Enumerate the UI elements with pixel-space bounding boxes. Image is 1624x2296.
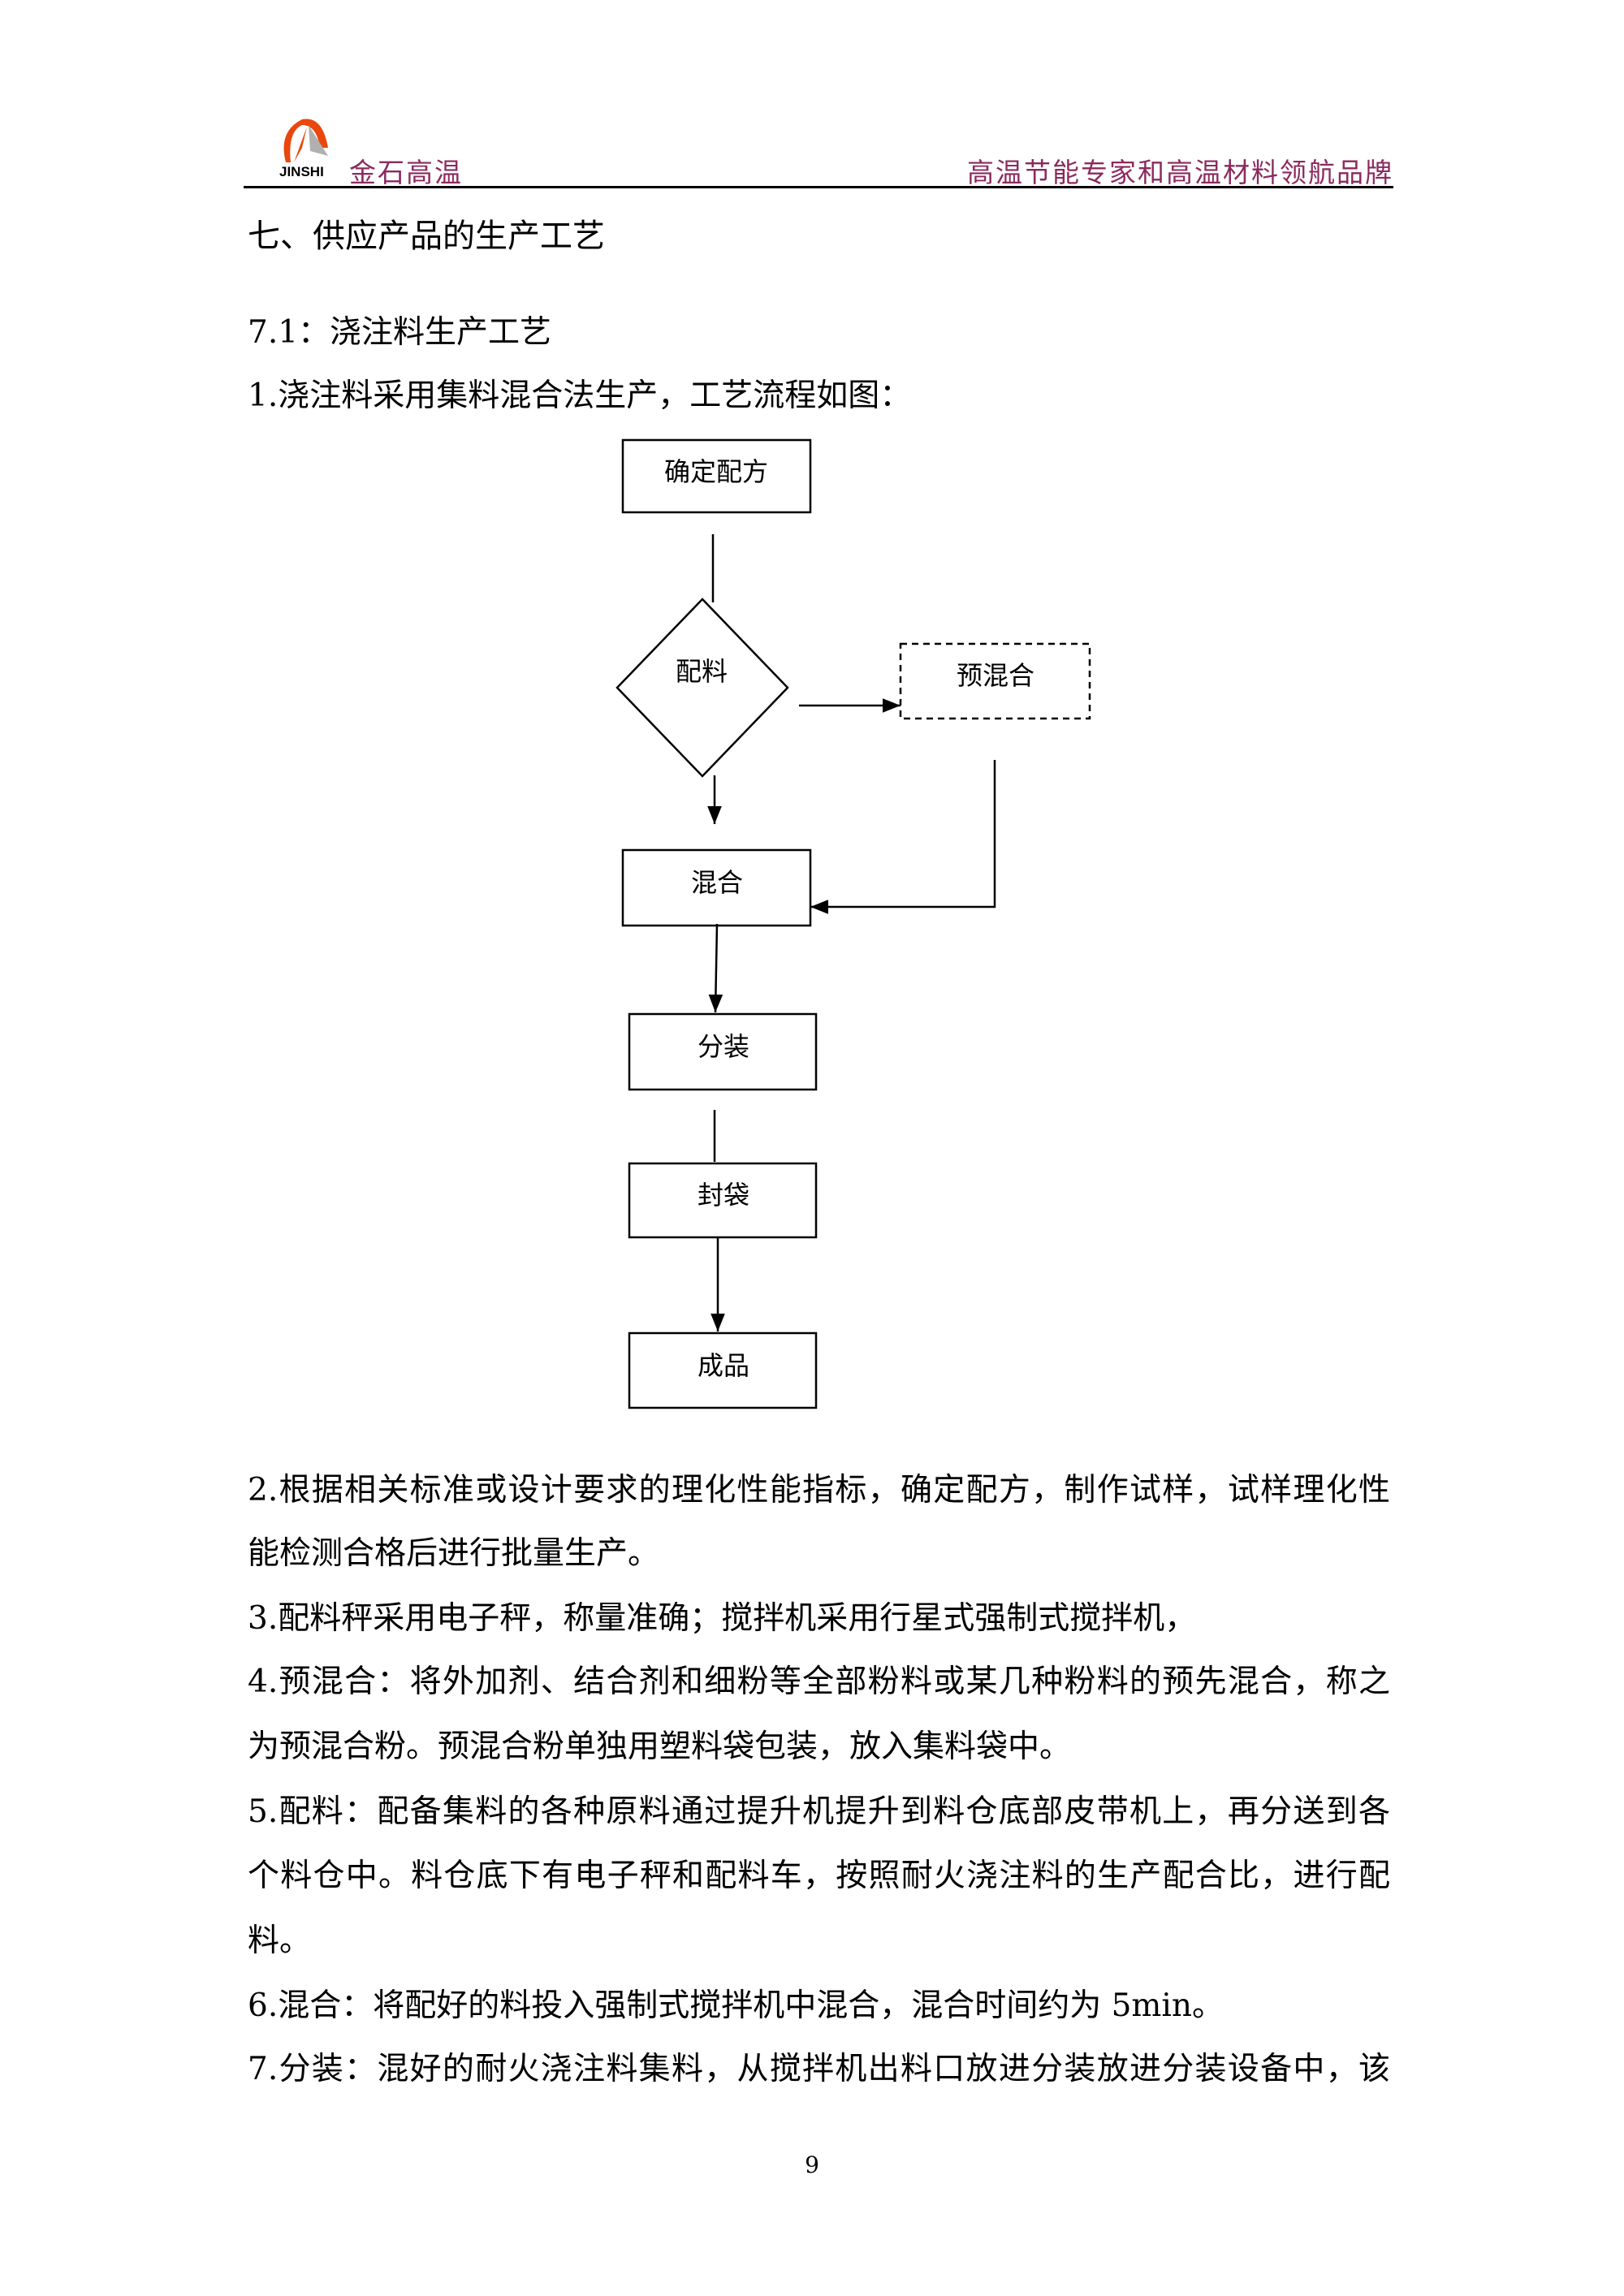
jinshi-logo-icon [283, 119, 328, 162]
node-product [628, 1331, 818, 1409]
intro-text: 1.浇注料采用集料混合法生产，工艺流程如图： [248, 378, 912, 414]
node-determine-formula [621, 438, 812, 514]
brand-name: 金石高温 [349, 157, 463, 188]
body-line: 7.分装：混好的耐火浇注料集料，从搅拌机出料口放进分装放进分装设备中，该 [248, 2051, 1390, 2087]
body-line: 料。 [248, 1923, 312, 1959]
body-line: 个料仓中。料仓底下有电子秤和配料车，按照耐火浇注料的生产配合比，进行配 [248, 1858, 1390, 1894]
node-label: 预混合 [957, 660, 1034, 691]
header-divider [244, 186, 1393, 188]
node-label: 配料 [676, 656, 728, 687]
section-title: 七、供应产品的生产工艺 [248, 218, 605, 255]
node-pack [628, 1012, 818, 1091]
body-line: 能检测合格后进行批量生产。 [248, 1535, 660, 1572]
node-label: 确定配方 [664, 456, 768, 487]
node-label: 分装 [698, 1031, 749, 1062]
body-line: 3.配料秤采用电子秤，称量准确；搅拌机采用行星式强制式搅拌机， [248, 1600, 1197, 1637]
slogan: 高温节能专家和高温材料领航品牌 [967, 157, 1393, 188]
header: JINSHI 金石高温 高温节能专家和高温材料领航品牌 [0, 0, 1624, 195]
page-number: 9 [805, 2151, 819, 2178]
subsection-title: 7.1：浇注料生产工艺 [248, 314, 552, 351]
node-batching [615, 598, 789, 778]
body-line: 为预混合粉。预混合粉单独用塑料袋包装，放入集料袋中。 [248, 1728, 1072, 1765]
process-flowchart: 确定配方 配料 预混合 混合 分装 封袋 成品 [615, 438, 1091, 1409]
logo-text: JINSHI [279, 164, 324, 179]
arrow-to-pack [708, 923, 723, 1013]
arrow-premix-to-mix [810, 760, 996, 914]
node-label: 成品 [698, 1350, 749, 1381]
node-label: 混合 [691, 867, 743, 898]
body-line: 4.预混合：将外加剂、结合剂和细粉等全部粉料或某几种粉料的预先混合，称之 [248, 1664, 1390, 1700]
body-line: 5.配料：配备集料的各种原料通过提升机提升到料仓底部皮带机上，再分送到各 [248, 1793, 1390, 1830]
node-premix [899, 642, 1091, 720]
node-label: 封袋 [698, 1180, 749, 1211]
body-line: 6.混合：将配好的料投入强制式搅拌机中混合，混合时间约为 5min。 [248, 1987, 1224, 2024]
body-line: 2.根据相关标准或设计要求的理化性能指标，确定配方，制作试样，试样理化性 [248, 1472, 1390, 1508]
node-seal [628, 1162, 818, 1239]
